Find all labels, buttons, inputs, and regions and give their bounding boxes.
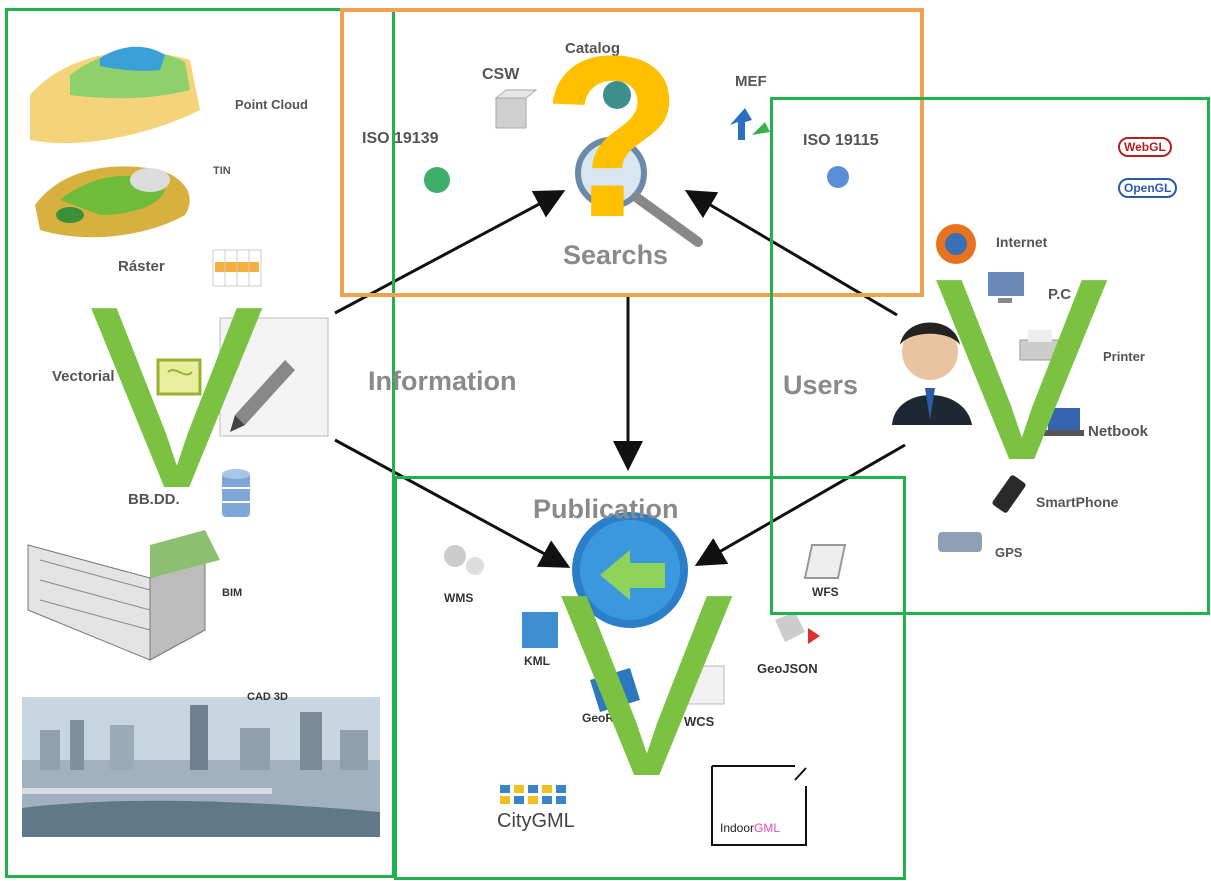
arrow-users-to-publication bbox=[694, 443, 906, 566]
bbdd-label: BB.DD. bbox=[128, 491, 180, 508]
catalog-label: Catalog bbox=[565, 40, 621, 57]
publication-globe-icon bbox=[572, 512, 688, 628]
iso19115-label: ISO 19115 bbox=[803, 132, 879, 149]
iso19139-label: ISO 19139 bbox=[362, 130, 439, 147]
netbook-icon bbox=[1044, 408, 1084, 436]
bim-label: BIM bbox=[222, 587, 243, 599]
csw-label: CSW bbox=[482, 66, 520, 83]
opengl-logo-label: OpenGL bbox=[1118, 178, 1178, 198]
cad3d-city-image bbox=[22, 697, 380, 837]
webgl-logo-label: WebGL bbox=[1118, 137, 1172, 157]
information-title: Information bbox=[368, 366, 517, 396]
wcs-icon bbox=[679, 665, 725, 705]
point-cloud-label: Point Cloud bbox=[235, 97, 308, 112]
point-cloud-image bbox=[30, 46, 200, 144]
tin-image bbox=[35, 166, 190, 238]
wms-gears-icon bbox=[444, 545, 484, 575]
printer-icon bbox=[1019, 330, 1061, 361]
database-image bbox=[222, 469, 250, 517]
user-avatar-icon bbox=[892, 322, 972, 425]
internet-label: Internet bbox=[996, 234, 1048, 250]
magnifier-icon bbox=[575, 137, 703, 247]
smartphone-label: SmartPhone bbox=[1036, 494, 1119, 510]
csw-cube-icon bbox=[494, 89, 538, 129]
question-mark: ? bbox=[542, 8, 683, 265]
check-mark-publication: V bbox=[560, 541, 734, 831]
catalog-globe-icon bbox=[603, 81, 631, 109]
publication-title: Publication bbox=[533, 494, 679, 524]
mef-label: MEF bbox=[735, 73, 767, 90]
gps-icon bbox=[938, 532, 982, 552]
indoorgml-label-gml: GML bbox=[754, 821, 781, 835]
publication-frame bbox=[394, 476, 906, 880]
pc-label: P.C bbox=[1048, 286, 1072, 303]
printer-label: Printer bbox=[1103, 349, 1145, 364]
information-document-image bbox=[219, 317, 329, 437]
kml-icon bbox=[522, 612, 558, 648]
cad3d-label: CAD 3D bbox=[247, 691, 288, 703]
geojson-label: GeoJSON bbox=[757, 661, 818, 676]
raster-label: Ráster bbox=[118, 258, 165, 275]
geors-label: GeoRSS bbox=[582, 711, 631, 725]
bim-image bbox=[27, 530, 220, 661]
users-title: Users bbox=[783, 370, 859, 400]
kml-label: KML bbox=[524, 654, 550, 668]
wfs-icon bbox=[803, 544, 847, 579]
check-mark-information: V bbox=[90, 253, 264, 543]
citygml-label: CityGML bbox=[497, 810, 575, 832]
information-frame bbox=[5, 8, 395, 878]
vectorial-map-image bbox=[156, 358, 202, 396]
geojson-icon bbox=[775, 612, 805, 642]
check-mark-users: V bbox=[935, 225, 1109, 515]
geors-icon bbox=[590, 668, 640, 712]
arrow-information-to-publication bbox=[334, 438, 571, 568]
searchs-frame bbox=[340, 8, 924, 297]
indoorgml-label: IndoorGML bbox=[720, 821, 780, 835]
netbook-label: Netbook bbox=[1088, 423, 1148, 440]
tin-label: TIN bbox=[213, 165, 231, 177]
iso19115-globe-icon bbox=[827, 166, 849, 188]
citygml-logo bbox=[500, 785, 566, 804]
mef-arrows-icon bbox=[730, 108, 770, 140]
smartphone-icon bbox=[992, 475, 1026, 513]
wfs-label: WFS bbox=[812, 585, 839, 599]
gps-label: GPS bbox=[995, 545, 1023, 560]
wcs-label: WCS bbox=[684, 714, 715, 729]
vectorial-label: Vectorial bbox=[52, 368, 115, 385]
raster-image bbox=[212, 249, 262, 287]
indoorgml-label-indoor: Indoor bbox=[720, 821, 755, 835]
iso19139-globe-icon bbox=[424, 167, 450, 193]
searchs-title: Searchs bbox=[563, 240, 669, 270]
wms-label: WMS bbox=[444, 591, 474, 605]
indoorgml-logo bbox=[711, 765, 807, 846]
pc-icon bbox=[988, 272, 1024, 303]
users-frame bbox=[770, 97, 1210, 615]
